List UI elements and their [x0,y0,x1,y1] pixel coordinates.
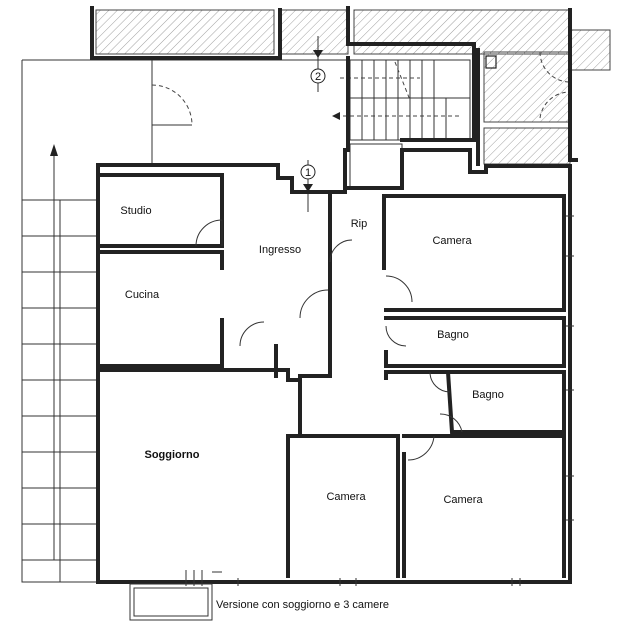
outer-walls [90,6,578,584]
room-bagno-1-label: Bagno [437,329,469,341]
interior-walls [96,173,566,578]
section-marker-1: 1 [300,160,316,212]
door-swings [195,219,463,461]
section-marker-2: 2 [310,36,326,92]
room-camera-top-label: Camera [432,235,472,247]
room-soggiorno-label: Soggiorno [145,449,200,461]
room-camera-mid-label: Camera [326,491,366,503]
right-windows [237,215,574,586]
plan-caption: Versione con soggiorno e 3 camere [216,599,389,611]
marker-2-label: 2 [315,71,321,83]
room-bagno-2-label: Bagno [472,389,504,401]
terrace-arrow-icon [50,144,58,156]
room-rip-label: Rip [351,218,368,230]
staircase [340,59,471,141]
terrace-grid [21,59,99,583]
top-hatched-areas [95,9,611,165]
room-cucina-label: Cucina [125,289,160,301]
bottom-balcony [129,570,222,621]
room-studio-label: Studio [120,205,151,217]
room-labels: Studio Ingresso Rip Camera Cucina Bagno … [120,205,504,506]
marker-1-label: 1 [305,167,311,179]
room-ingresso-label: Ingresso [259,244,301,256]
room-camera-right-label: Camera [443,494,483,506]
